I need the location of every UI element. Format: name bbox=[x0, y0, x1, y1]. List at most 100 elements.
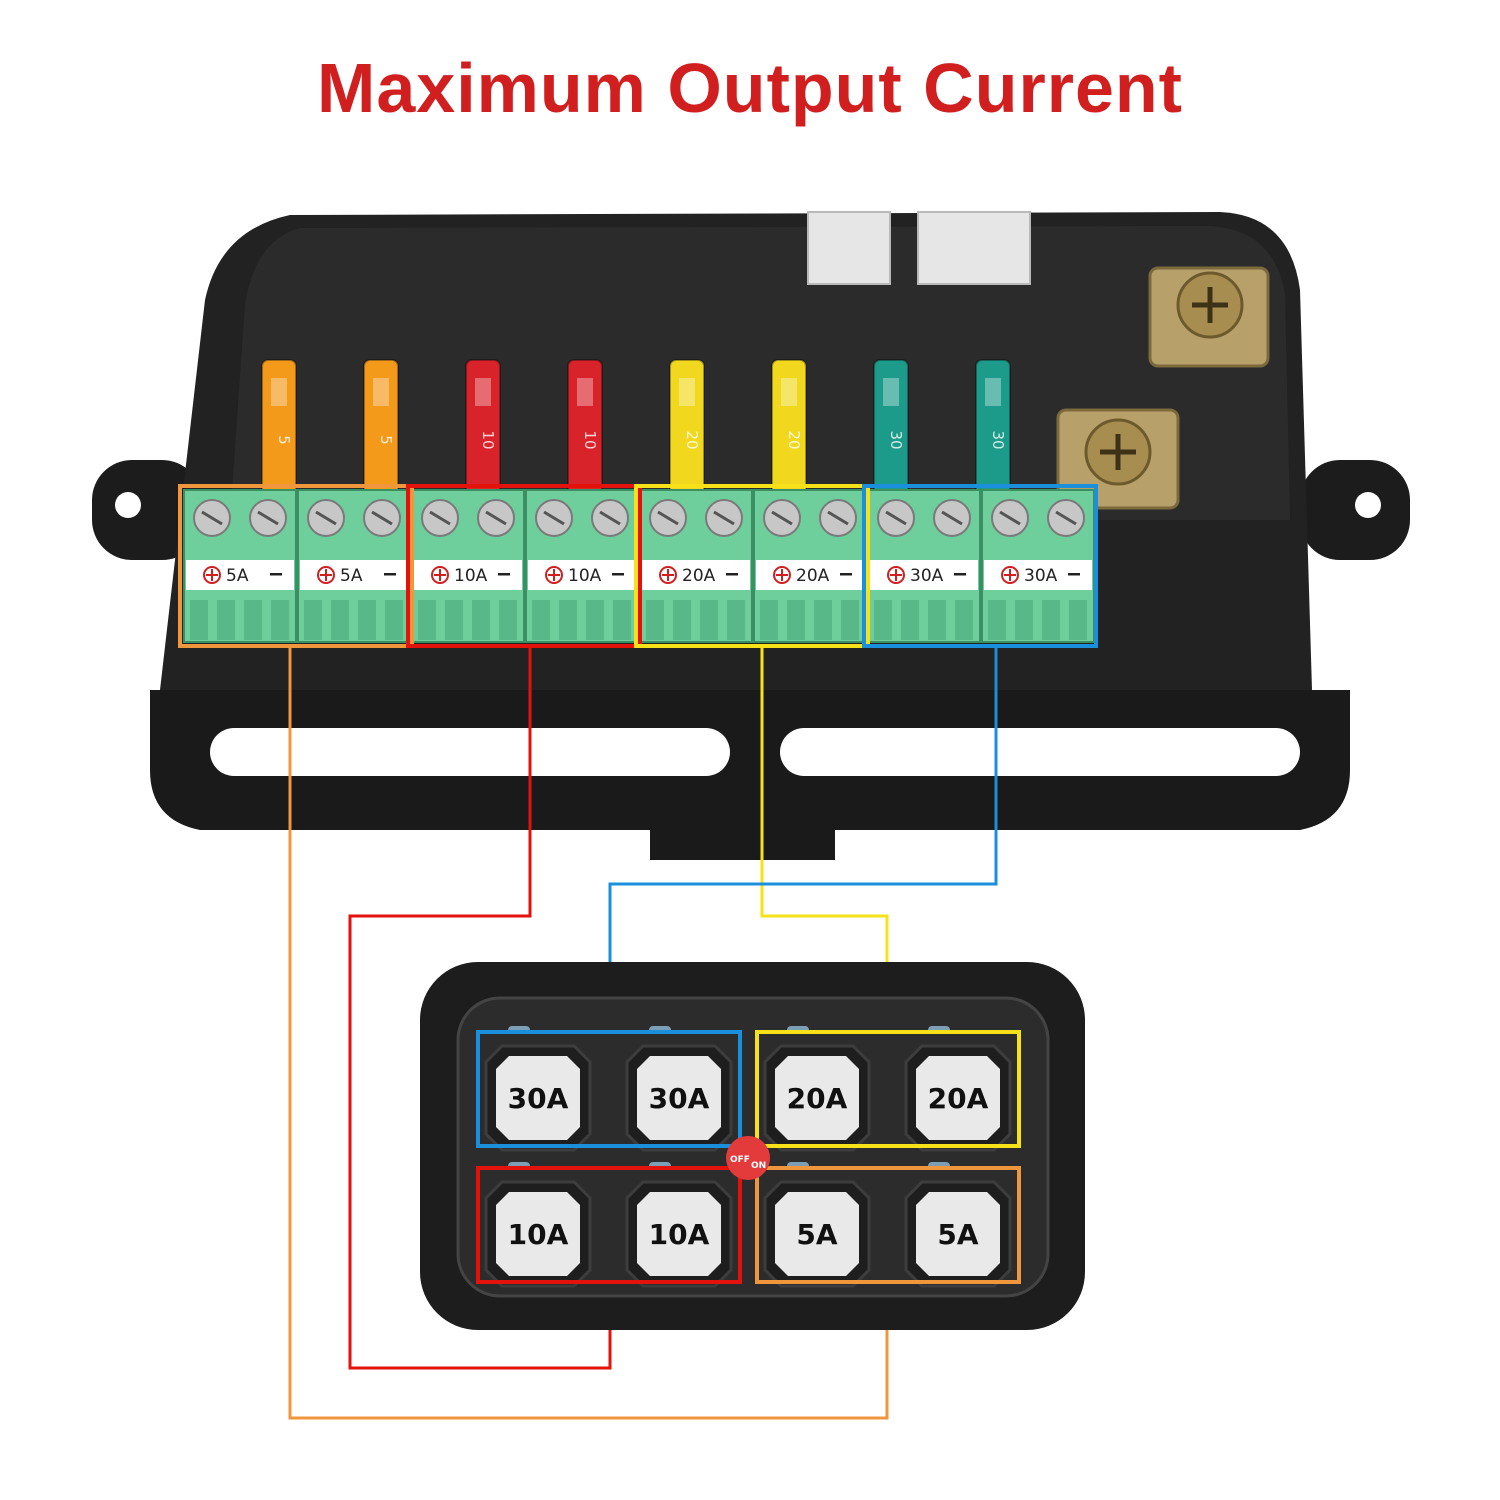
terminal-pin-slot bbox=[244, 600, 262, 640]
terminal-group-highlight-30a bbox=[862, 484, 1098, 648]
minus-icon bbox=[384, 573, 396, 576]
fuse-rating: 30 bbox=[887, 430, 905, 449]
terminal-pin-slot bbox=[928, 600, 946, 640]
terminal-block-7: 30A bbox=[867, 489, 981, 643]
terminal-pin-slot bbox=[445, 600, 463, 640]
terminal-pin-slot bbox=[760, 600, 778, 640]
terminal-block-3: 10A bbox=[411, 489, 525, 643]
terminal-label: 20A bbox=[796, 566, 830, 586]
terminal-block-8: 30A bbox=[981, 489, 1095, 643]
fuse-window bbox=[577, 378, 593, 406]
terminal-pin-slot bbox=[727, 600, 745, 640]
fuse-window bbox=[271, 378, 287, 406]
terminal-block-2: 5A bbox=[297, 489, 411, 643]
screw-slot bbox=[257, 510, 279, 526]
fuse-rating: 5 bbox=[275, 435, 293, 445]
terminal-pin-slot bbox=[472, 600, 490, 640]
wire-5a bbox=[288, 646, 889, 1420]
button-face[interactable] bbox=[775, 1192, 859, 1276]
button-face[interactable] bbox=[637, 1192, 721, 1276]
button-label: 20A bbox=[928, 1082, 989, 1115]
fuse-rating: 10 bbox=[479, 430, 497, 449]
screw-slot bbox=[713, 510, 735, 526]
terminal-pin-slot bbox=[841, 600, 859, 640]
power-terminal-top bbox=[1148, 266, 1270, 368]
button-face[interactable] bbox=[496, 1192, 580, 1276]
page-title: Maximum Output Current bbox=[317, 49, 1183, 127]
plus-icon bbox=[545, 566, 563, 584]
power-button-circle[interactable] bbox=[726, 1136, 770, 1180]
plus-icon bbox=[887, 566, 905, 584]
screw-slot bbox=[599, 510, 621, 526]
wire-30a bbox=[608, 646, 998, 1032]
button-label: 10A bbox=[649, 1218, 710, 1251]
terminal-pin-slot bbox=[1042, 600, 1060, 640]
terminal-label: 20A bbox=[682, 566, 716, 586]
plus-icon-cross bbox=[206, 569, 218, 581]
panel-button-8[interactable]: 5A bbox=[904, 1162, 1012, 1288]
plus-icon bbox=[317, 566, 335, 584]
button-face[interactable] bbox=[496, 1056, 580, 1140]
screw-slot bbox=[201, 510, 223, 526]
panel-button-5[interactable]: 10A bbox=[484, 1162, 592, 1288]
plus-icon bbox=[659, 566, 677, 584]
button-face[interactable] bbox=[637, 1056, 721, 1140]
fuse-window bbox=[781, 378, 797, 406]
fuse-window bbox=[679, 378, 695, 406]
mounting-hole-left bbox=[115, 492, 141, 518]
terminal-pin-slot bbox=[331, 600, 349, 640]
panel-button-6[interactable]: 10A bbox=[625, 1162, 733, 1288]
screw-slot bbox=[771, 510, 793, 526]
fuse-1: 5 bbox=[261, 359, 297, 499]
button-face[interactable] bbox=[775, 1056, 859, 1140]
terminal-pin-slot bbox=[1015, 600, 1033, 640]
power-button-off-label: OFF bbox=[730, 1155, 750, 1165]
plus-icon bbox=[431, 566, 449, 584]
mounting-tab-left bbox=[92, 460, 202, 560]
terminal-pin-slot bbox=[358, 600, 376, 640]
highlight-10a-buttons bbox=[476, 1166, 742, 1284]
panel-button-1[interactable]: 30A bbox=[484, 1026, 592, 1152]
highlight-30a-buttons bbox=[476, 1030, 742, 1148]
fuse-window bbox=[883, 378, 899, 406]
terminal-pin-slot bbox=[499, 600, 517, 640]
power-button[interactable]: OFF ON bbox=[726, 1136, 770, 1180]
panel-button-7[interactable]: 5A bbox=[763, 1162, 871, 1288]
terminal-label: 5A bbox=[226, 566, 249, 586]
mounting-slot-right bbox=[780, 728, 1300, 776]
button-label: 5A bbox=[796, 1218, 837, 1251]
terminal-group-highlight-5a bbox=[178, 484, 414, 648]
terminal-group-highlight-10a bbox=[406, 484, 642, 648]
plus-icon-cross bbox=[548, 569, 560, 581]
fuse-6: 20 bbox=[771, 359, 807, 499]
terminal-label: 10A bbox=[454, 566, 488, 586]
terminal-pin-slot bbox=[613, 600, 631, 640]
screw-slot bbox=[429, 510, 451, 526]
minus-icon bbox=[612, 573, 624, 576]
panel-button-3[interactable]: 20A bbox=[763, 1026, 871, 1152]
screw-slot bbox=[315, 510, 337, 526]
plus-icon-cross bbox=[320, 569, 332, 581]
button-face[interactable] bbox=[916, 1192, 1000, 1276]
fuse-4: 10 bbox=[567, 359, 603, 499]
plus-icon-cross bbox=[776, 569, 788, 581]
panel-button-4[interactable]: 20A bbox=[904, 1026, 1012, 1152]
button-face[interactable] bbox=[916, 1056, 1000, 1140]
panel-button-2[interactable]: 30A bbox=[625, 1026, 733, 1152]
power-button-on-label: ON bbox=[751, 1161, 766, 1171]
wire-10a bbox=[348, 646, 612, 1370]
button-label: 20A bbox=[787, 1082, 848, 1115]
terminal-pin-slot bbox=[1069, 600, 1087, 640]
screw-slot bbox=[827, 510, 849, 526]
terminal-block-6: 20A bbox=[753, 489, 867, 643]
plus-icon bbox=[203, 566, 221, 584]
fuse-rating: 30 bbox=[989, 430, 1007, 449]
terminal-block-4: 10A bbox=[525, 489, 639, 643]
terminal-label: 5A bbox=[340, 566, 363, 586]
button-label: 10A bbox=[508, 1218, 569, 1251]
mounting-slot-left bbox=[210, 728, 730, 776]
terminal-pin-slot bbox=[874, 600, 892, 640]
terminal-label: 10A bbox=[568, 566, 602, 586]
highlight-5a-buttons bbox=[755, 1166, 1021, 1284]
